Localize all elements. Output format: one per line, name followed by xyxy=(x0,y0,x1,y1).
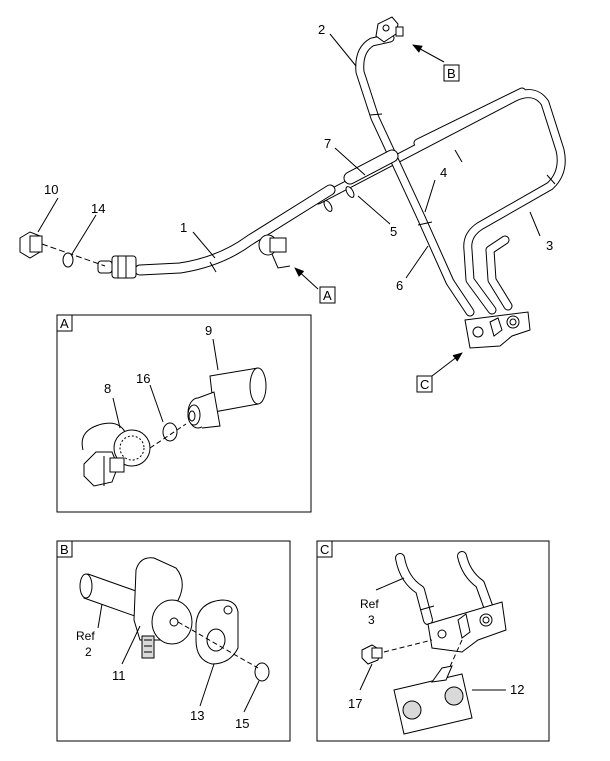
leader-8 xyxy=(112,397,121,429)
callout-8: 8 xyxy=(104,381,111,396)
detail-b-frame xyxy=(56,540,291,742)
callout-9: 9 xyxy=(205,323,212,338)
leader-5 xyxy=(357,195,391,225)
view-label-a: A xyxy=(319,286,336,304)
detail-a-tag xyxy=(56,314,73,332)
tube-1 xyxy=(97,149,399,279)
o-ring-15 xyxy=(254,662,270,682)
leader-9 xyxy=(212,338,219,371)
svg-text:B: B xyxy=(447,66,456,81)
callout-1: 1 xyxy=(180,220,187,235)
ref-num-b: 2 xyxy=(85,645,92,659)
leader-11 xyxy=(121,625,141,665)
tube-nut xyxy=(111,255,137,279)
gasket-13 xyxy=(195,599,239,665)
main-assembly: 10 14 1 2 3 4 5 6 7 B A C xyxy=(19,16,566,393)
leader-2 xyxy=(329,33,357,67)
tube-2 xyxy=(355,16,475,317)
arrow-a xyxy=(294,267,319,290)
detail-c: C Ref 3 xyxy=(316,540,550,742)
part-9 xyxy=(187,367,267,429)
arrow-c xyxy=(431,352,463,377)
detail-b: B Ref 2 11 13 15 xyxy=(56,540,291,742)
o-ring-14 xyxy=(62,252,74,268)
leader-14 xyxy=(71,214,97,255)
ref-num-c: 3 xyxy=(368,613,375,627)
callout-11: 11 xyxy=(112,668,126,683)
leader-16 xyxy=(149,384,164,423)
plug-10 xyxy=(19,231,106,267)
callout-10: 10 xyxy=(44,182,58,197)
callout-4: 4 xyxy=(440,165,447,180)
leader-1 xyxy=(192,231,216,259)
callout-12: 12 xyxy=(510,682,524,697)
leader-7 xyxy=(334,147,366,176)
leader-3 xyxy=(529,211,541,237)
plug-8 xyxy=(81,422,151,487)
bracket-c-detail xyxy=(427,601,507,653)
callout-17: 17 xyxy=(348,696,362,711)
leader-ref-2 xyxy=(97,603,103,629)
ref-word-b: Ref xyxy=(76,629,95,643)
detail-c-tag xyxy=(316,540,333,558)
callout-13: 13 xyxy=(190,708,204,723)
callout-5: 5 xyxy=(390,224,397,239)
view-label-c: C xyxy=(416,375,433,393)
callout-3: 3 xyxy=(546,238,553,253)
detail-a: A 8 16 9 xyxy=(56,314,312,513)
detail-b-label: B xyxy=(60,542,69,557)
svg-text:C: C xyxy=(420,377,429,392)
leader-13 xyxy=(199,663,215,707)
callout-14: 14 xyxy=(91,201,105,216)
detail-a-label: A xyxy=(60,316,69,331)
leader-ref-3 xyxy=(375,577,405,591)
callout-16: 16 xyxy=(136,371,150,386)
leader-10 xyxy=(37,197,59,233)
callout-15: 15 xyxy=(235,716,249,731)
detail-b-tag xyxy=(56,540,73,558)
callout-2: 2 xyxy=(318,22,325,37)
callout-7: 7 xyxy=(324,136,331,151)
leader-15 xyxy=(243,680,260,713)
view-label-b: B xyxy=(443,64,460,82)
plate-12 xyxy=(393,665,473,735)
leader-17 xyxy=(359,663,373,691)
screw-17 xyxy=(361,644,383,665)
detail-c-label: C xyxy=(320,542,329,557)
fitting-11 xyxy=(133,557,193,659)
leader-4 xyxy=(424,179,436,213)
callout-6: 6 xyxy=(396,278,403,293)
arrow-b xyxy=(412,44,445,63)
detail-a-frame xyxy=(56,314,312,513)
ref-word-c: Ref xyxy=(360,597,379,611)
bracket-c xyxy=(464,311,531,349)
tube-3 xyxy=(313,87,566,315)
leader-6 xyxy=(405,245,429,279)
svg-text:A: A xyxy=(323,288,332,303)
detail-c-frame xyxy=(316,540,550,742)
